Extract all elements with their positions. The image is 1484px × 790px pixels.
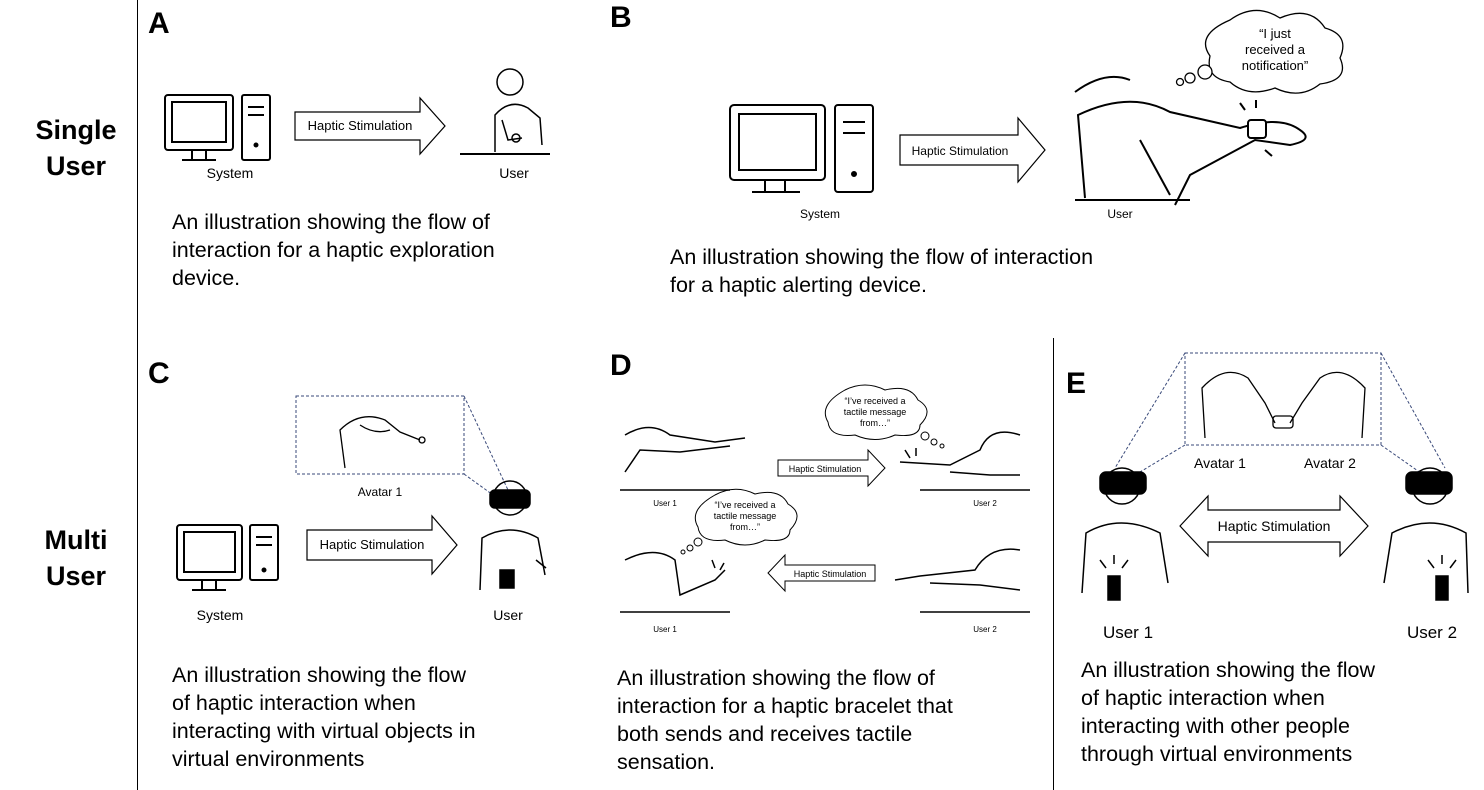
haptic-arrow-right [777,448,886,488]
caption-line: virtual environments [172,747,365,771]
user-watch-icon [1074,76,1307,206]
panel-d-arrow-label: Haptic Stimulation [794,569,867,579]
panel-d-caption: An illustration showing the flow of inte… [617,664,953,776]
panel-b-thought-line: notification” [1242,58,1308,73]
vr-user-icon [1383,467,1469,601]
panel-e-caption: An illustration showing the flow of hapt… [1081,656,1375,768]
thought-cloud-icon [680,488,798,555]
panel-d-thought-line: tactile message [844,407,907,417]
panel-c-caption: An illustration showing the flow of hapt… [172,661,476,773]
panel-b-illustration: “I just received a notification” Haptic … [729,9,1344,221]
panel-d-user1-label: User 1 [653,625,677,634]
computer-icon [729,104,874,193]
panel-d-thought-line: from…” [730,522,760,532]
panel-b-user-label: User [1107,207,1132,221]
panel-d-thought-line: “I’ve received a [714,500,775,510]
haptic-arrow-right [294,96,446,156]
panel-d-user1-label: User 1 [653,499,677,508]
panel-b-thought-line: received a [1245,42,1306,57]
caption-line: An illustration showing the flow of [172,210,490,234]
thought-cloud-icon [824,384,945,449]
panel-a-arrow-label: Haptic Stimulation [308,118,413,133]
caption-line: An illustration showing the flow of inte… [670,245,1094,269]
caption-line: interaction for a haptic bracelet that [617,694,953,718]
user-at-table-icon [460,68,550,155]
panel-d-illustration: “I’ve received a tactile message from…” … [620,384,1030,634]
row-label-line: Multi [44,525,108,555]
avatars-handshake-icon [1201,371,1366,439]
haptic-arrow-double [1179,494,1369,558]
panel-b-caption: An illustration showing the flow of inte… [670,243,1093,299]
divider-panel-e [1053,338,1054,790]
user-arm-icon [620,426,746,491]
panel-c-user-label: User [493,607,523,623]
panel-c-arrow-label: Haptic Stimulation [320,537,425,552]
thought-cloud-icon [1175,9,1344,94]
panel-e-illustration: Avatar 1 Avatar 2 Haptic Stimulation Use… [1081,352,1469,642]
panel-d-user2-label: User 2 [973,499,997,508]
caption-line: interacting with virtual objects in [172,719,476,743]
panel-c-avatar-label: Avatar 1 [358,485,403,499]
caption-line: sensation. [617,750,716,774]
panel-b-letter: B [610,1,632,34]
user-arm-icon [620,551,730,613]
panel-d-thought-line: “I’ve received a [844,396,905,406]
panel-a-illustration: Haptic Stimulation System User [164,68,550,181]
row-label-single-user: Single User [16,112,136,184]
vr-user-icon [479,480,547,591]
caption-line: for a haptic alerting device. [670,273,927,297]
panel-e-user2-label: User 2 [1407,623,1457,642]
row-label-line: User [45,151,107,181]
computer-icon [176,524,279,591]
caption-line: of haptic interaction when [172,691,416,715]
haptic-arrow-right [306,514,458,576]
panel-a-caption: An illustration showing the flow of inte… [172,208,495,292]
caption-line: interaction for a haptic exploration [172,238,495,262]
user-arm-icon [899,431,1030,491]
caption-line: through virtual environments [1081,742,1353,766]
caption-line: An illustration showing the flow [172,663,466,687]
panel-a-user-label: User [499,165,529,181]
panel-b-arrow-label: Haptic Stimulation [912,144,1009,158]
panel-e-avatar1-label: Avatar 1 [1194,455,1246,471]
panel-d-thought-line: from…” [860,418,890,428]
avatar-1-icon [339,416,426,469]
panel-c-letter: C [148,357,170,390]
panel-a-letter: A [148,7,170,40]
caption-line: of haptic interaction when [1081,686,1325,710]
panel-e-letter: E [1066,367,1087,400]
caption-line: An illustration showing the flow of [617,666,935,690]
user-arm-icon [894,548,1030,613]
panel-c-system-label: System [197,607,244,623]
computer-icon [164,94,271,161]
panel-b-thought-line: “I just [1259,26,1291,41]
caption-line: An illustration showing the flow [1081,658,1375,682]
panel-d-letter: D [610,349,632,382]
panel-b-system-label: System [800,207,840,221]
row-label-line: Single [35,115,117,145]
panel-a-system-label: System [207,165,254,181]
panel-d-thought-line: tactile message [714,511,777,521]
panel-c-illustration: Avatar 1 Haptic Stimulation System User [176,395,547,623]
panel-e-user1-label: User 1 [1103,623,1153,642]
divider-left [137,0,138,790]
caption-line: interacting with other people [1081,714,1350,738]
panel-d-arrow-label: Haptic Stimulation [789,464,862,474]
row-label-multi-user: Multi User [16,522,136,594]
caption-line: device. [172,266,241,290]
haptic-arrow-right [899,116,1046,184]
panel-d-user2-label: User 2 [973,625,997,634]
row-label-line: User [45,561,107,591]
panel-e-avatar2-label: Avatar 2 [1304,455,1356,471]
vr-user-icon [1081,467,1169,601]
caption-line: both sends and receives tactile [617,722,913,746]
haptic-arrow-left [767,553,876,593]
panel-e-arrow-label: Haptic Stimulation [1218,518,1331,534]
